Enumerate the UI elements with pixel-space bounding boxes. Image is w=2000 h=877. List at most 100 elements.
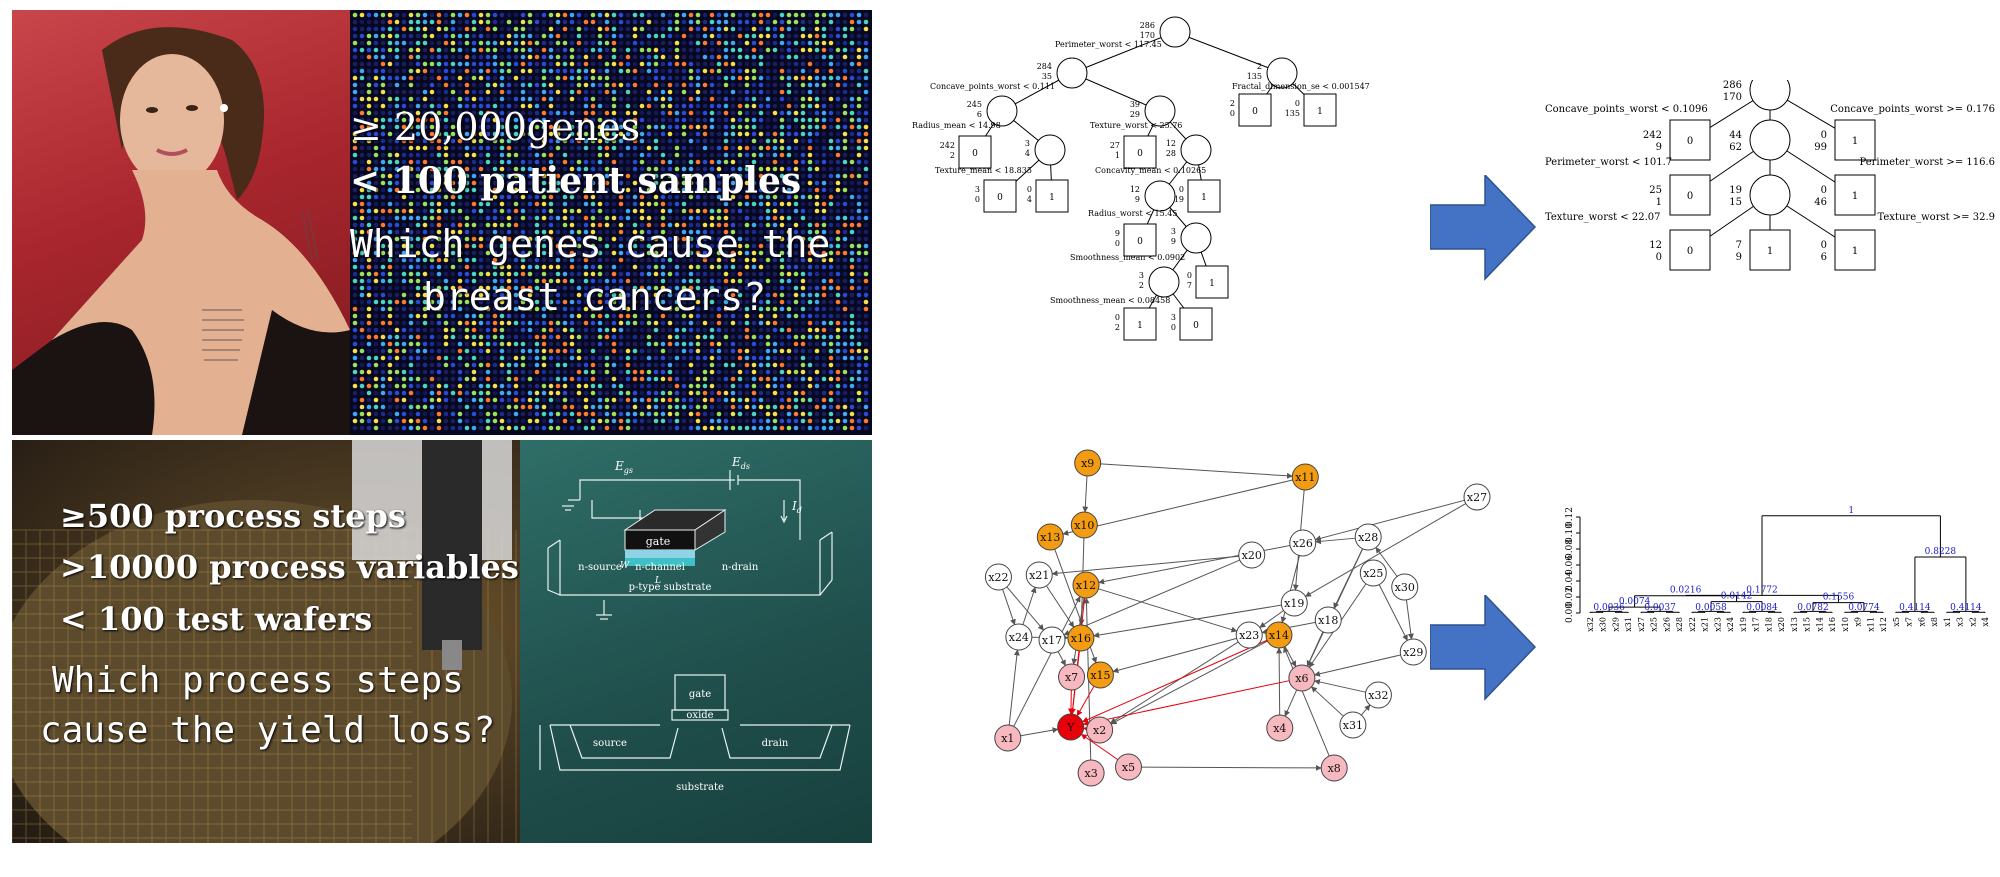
microarray-spot <box>807 292 813 298</box>
microarray-spot <box>464 201 470 207</box>
microarray-spot <box>534 425 540 431</box>
microarray-spot <box>485 334 491 340</box>
microarray-spot <box>702 40 708 46</box>
microarray-spot <box>471 40 477 46</box>
microarray-spot <box>863 208 869 214</box>
microarray-spot <box>618 26 624 32</box>
microarray-spot <box>821 103 827 109</box>
microarray-spot <box>415 355 421 361</box>
microarray-spot <box>674 138 680 144</box>
microarray-spot <box>527 124 533 130</box>
microarray-spot <box>744 341 750 347</box>
microarray-spot <box>457 404 463 410</box>
microarray-spot <box>702 26 708 32</box>
microarray-spot <box>786 138 792 144</box>
microarray-spot <box>758 362 764 368</box>
microarray-spot <box>492 243 498 249</box>
microarray-spot <box>702 341 708 347</box>
microarray-spot <box>646 152 652 158</box>
microarray-spot <box>646 285 652 291</box>
microarray-spot <box>758 222 764 228</box>
microarray-spot <box>534 187 540 193</box>
microarray-spot <box>863 236 869 242</box>
microarray-spot <box>506 411 512 417</box>
network-edge <box>1008 649 1020 726</box>
microarray-spot <box>359 250 365 256</box>
microarray-spot <box>618 173 624 179</box>
yield-question-line-1: Which process steps <box>52 660 464 701</box>
microarray-spot <box>737 124 743 130</box>
microarray-spot <box>800 61 806 67</box>
microarray-spot <box>751 425 757 431</box>
microarray-spot <box>779 110 785 116</box>
microarray-spot <box>842 285 848 291</box>
microarray-spot <box>541 292 547 298</box>
microarray-spot <box>569 362 575 368</box>
microarray-spot <box>387 33 393 39</box>
microarray-spot <box>429 369 435 375</box>
microarray-spot <box>744 397 750 403</box>
microarray-spot <box>800 47 806 53</box>
microarray-spot <box>429 243 435 249</box>
microarray-spot <box>450 208 456 214</box>
microarray-spot <box>632 348 638 354</box>
microarray-spot <box>653 411 659 417</box>
microarray-spot <box>464 278 470 284</box>
tree-leaf-label: 0 <box>1137 237 1143 247</box>
microarray-spot <box>611 201 617 207</box>
microarray-spot <box>359 243 365 249</box>
microarray-spot <box>695 138 701 144</box>
microarray-spot <box>548 166 554 172</box>
microarray-spot <box>436 47 442 53</box>
microarray-spot <box>394 96 400 102</box>
microarray-spot <box>513 180 519 186</box>
microarray-spot <box>429 418 435 424</box>
microarray-spot <box>443 355 449 361</box>
microarray-spot <box>548 82 554 88</box>
microarray-spot <box>772 89 778 95</box>
microarray-spot <box>387 117 393 123</box>
microarray-spot <box>842 334 848 340</box>
microarray-spot <box>611 138 617 144</box>
microarray-spot <box>821 89 827 95</box>
microarray-spot <box>478 187 484 193</box>
microarray-spot <box>457 138 463 144</box>
microarray-spot <box>373 68 379 74</box>
leaf-label: x8 <box>1930 617 1939 627</box>
microarray-spot <box>681 26 687 32</box>
microarray-spot <box>359 390 365 396</box>
microarray-spot <box>408 418 414 424</box>
microarray-spot <box>653 418 659 424</box>
microarray-spot <box>856 96 862 102</box>
microarray-spot <box>562 96 568 102</box>
microarray-spot <box>751 54 757 60</box>
microarray-spot <box>429 397 435 403</box>
microarray-spot <box>702 12 708 18</box>
microarray-spot <box>513 327 519 333</box>
microarray-spot <box>436 355 442 361</box>
microarray-spot <box>555 369 561 375</box>
microarray-spot <box>814 404 820 410</box>
microarray-spot <box>485 26 491 32</box>
microarray-spot <box>422 236 428 242</box>
microarray-spot <box>856 222 862 228</box>
microarray-spot <box>618 222 624 228</box>
microarray-spot <box>723 173 729 179</box>
microarray-spot <box>639 215 645 221</box>
microarray-spot <box>779 33 785 39</box>
microarray-spot <box>786 180 792 186</box>
microarray-spot <box>821 271 827 277</box>
microarray-spot <box>590 418 596 424</box>
microarray-spot <box>779 348 785 354</box>
microarray-spot <box>548 61 554 67</box>
microarray-spot <box>499 166 505 172</box>
microarray-spot <box>611 166 617 172</box>
microarray-spot <box>751 264 757 270</box>
microarray-spot <box>415 222 421 228</box>
microarray-spot <box>443 327 449 333</box>
microarray-spot <box>807 201 813 207</box>
microarray-spot <box>534 376 540 382</box>
microarray-spot <box>534 33 540 39</box>
microarray-spot <box>604 208 610 214</box>
microarray-spot <box>618 82 624 88</box>
